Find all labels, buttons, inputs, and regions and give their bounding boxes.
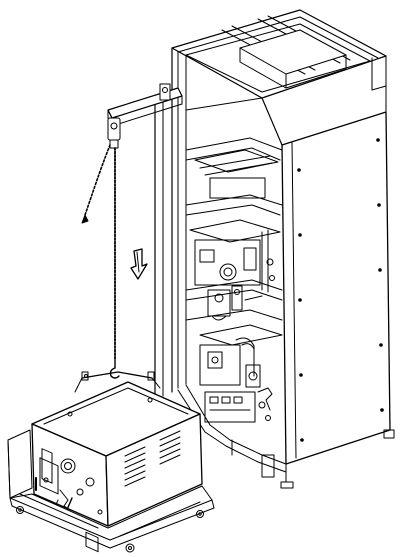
chain-hoist <box>81 117 121 379</box>
cart-casters <box>16 506 204 553</box>
rack-frame <box>154 9 395 489</box>
lowering-arrow <box>130 248 148 280</box>
module-on-cart <box>7 371 215 553</box>
panel-screws <box>297 138 384 442</box>
vent-slots <box>124 430 181 487</box>
lower-module <box>199 324 283 423</box>
upper-module <box>194 149 279 199</box>
middle-module <box>189 219 281 293</box>
lifting-boom <box>107 83 183 127</box>
valve-assembly <box>207 285 263 321</box>
